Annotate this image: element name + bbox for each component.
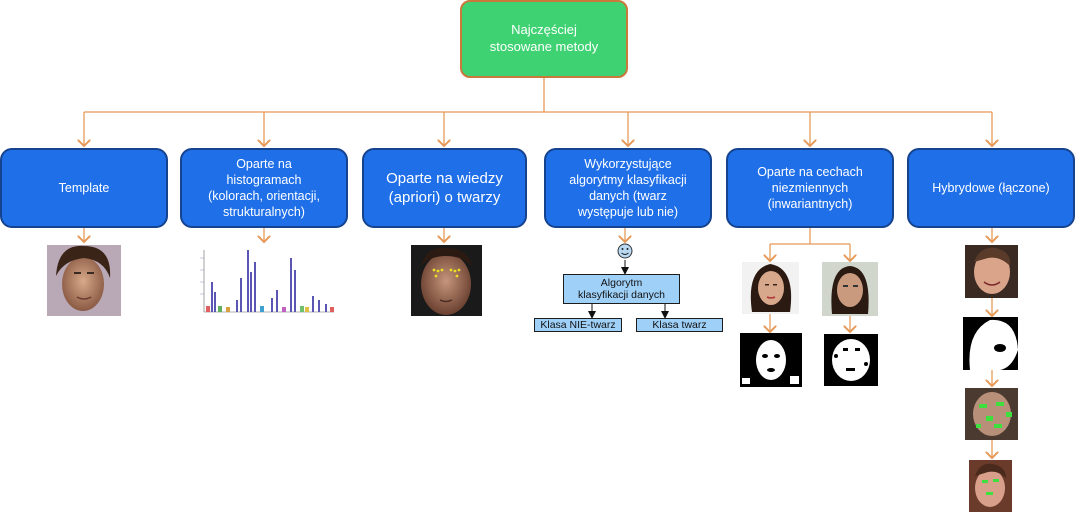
- method-knowledge-node: Oparte na wiedzy (apriori) o twarzy: [362, 148, 527, 228]
- root-node: Najczęściej stosowane metody: [460, 0, 628, 78]
- method-invariant-node: Oparte na cechach niezmiennych (inwarian…: [726, 148, 894, 228]
- class-non-face-box: Klasa NIE-twarz: [534, 318, 622, 332]
- hybrid-mask-image: [963, 317, 1018, 370]
- method-hybrid-label: Hybrydowe (łączone): [932, 180, 1050, 195]
- invariant-face-image-1: [742, 262, 799, 314]
- histogram-image: [196, 246, 336, 316]
- invariant-mask-image-1: [740, 333, 802, 387]
- smiley-face-icon: [617, 243, 633, 259]
- method-template-node: Template: [0, 148, 168, 228]
- root-node-label: Najczęściej stosowane metody: [489, 22, 599, 54]
- method-histograms-node: Oparte na histogramach (kolorach, orient…: [180, 148, 348, 228]
- invariant-mask-image-2: [824, 334, 878, 386]
- class-non-face-label: Klasa NIE-twarz: [540, 318, 616, 331]
- hybrid-face-image: [965, 245, 1018, 298]
- classifier-connectors: [588, 260, 669, 319]
- classifier-algorithm-label: Algorytm klasyfikacji danych: [578, 276, 665, 301]
- class-face-label: Klasa twarz: [652, 318, 707, 331]
- method-classification-node: Wykorzystujące algorytmy klasyfikacji da…: [544, 148, 712, 228]
- method-hybrid-node: Hybrydowe (łączone): [907, 148, 1075, 228]
- classifier-algorithm-box: Algorytm klasyfikacji danych: [563, 274, 680, 304]
- method-knowledge-label: Oparte na wiedzy (apriori) o twarzy: [386, 169, 503, 207]
- method-invariant-label: Oparte na cechach niezmiennych (inwarian…: [757, 164, 863, 212]
- method-classification-label: Wykorzystujące algorytmy klasyfikacji da…: [569, 156, 687, 220]
- knowledge-face-image: [411, 245, 482, 316]
- hybrid-result-image: [969, 460, 1012, 512]
- main-connectors: [84, 78, 992, 458]
- method-histograms-label: Oparte na histogramach (kolorach, orient…: [208, 156, 320, 220]
- hybrid-features-image: [965, 388, 1018, 440]
- template-face-image: [47, 245, 121, 316]
- invariant-face-image-2: [822, 262, 878, 316]
- class-face-box: Klasa twarz: [636, 318, 723, 332]
- method-template-label: Template: [58, 180, 110, 195]
